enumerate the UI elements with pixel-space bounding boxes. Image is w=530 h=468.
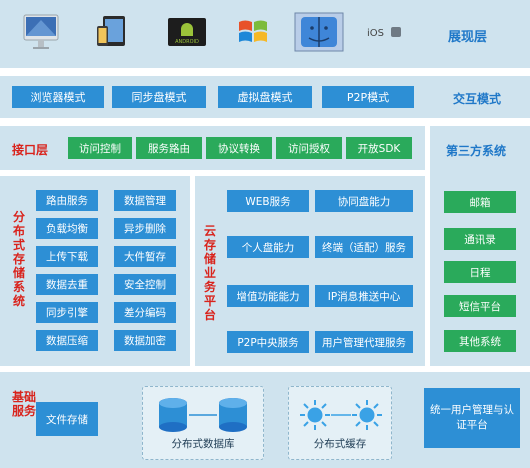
- windows-icon: [232, 10, 274, 54]
- mode-sync-disk: 同步盘模式: [112, 86, 206, 108]
- distributed-cache-label: 分布式缓存: [313, 438, 367, 450]
- presentation-layer-title: 展现层: [448, 30, 488, 45]
- cloud-personal-disk: 个人盘能力: [227, 236, 309, 258]
- third-party-title: 第三方系统: [446, 144, 507, 158]
- cloud-p2p-central: P2P中央服务: [227, 331, 309, 353]
- ds-upload-download: 上传下载: [36, 246, 98, 267]
- third-party-sms-platform: 短信平台: [444, 295, 516, 317]
- ds-load-balancing: 负载均衡: [36, 218, 98, 239]
- mode-browser: 浏览器模式: [12, 86, 104, 108]
- basic-services-title: 基础服务: [11, 390, 36, 418]
- cache-icon: [300, 400, 382, 430]
- tablet-phone-icon: [92, 10, 134, 54]
- cloud-user-management-proxy: 用户管理代理服务: [315, 331, 413, 353]
- ds-differential-encoding: 差分编码: [114, 302, 176, 323]
- mode-p2p: P2P模式: [322, 86, 414, 108]
- ios-label: iOS: [367, 28, 384, 39]
- cloud-web-service: WEB服务: [227, 190, 309, 212]
- ds-compression: 数据压缩: [36, 330, 98, 351]
- cloud-terminal-adapter: 终端（适配）服务: [315, 236, 413, 258]
- interface-item-access-authorization: 访问授权: [276, 137, 342, 159]
- mode-virtual-disk: 虚拟盘模式: [218, 86, 312, 108]
- distributed-cache-group: 分布式缓存: [288, 386, 392, 460]
- interface-item-access-control: 访问控制: [68, 137, 132, 159]
- interface-item-protocol-conversion: 协议转换: [206, 137, 272, 159]
- android-icon: ANDROID: [166, 10, 208, 54]
- third-party-schedule: 日程: [444, 261, 516, 283]
- ds-deduplication: 数据去重: [36, 274, 98, 295]
- interaction-layer-title: 交互模式: [453, 92, 502, 106]
- database-icon: [159, 398, 247, 432]
- third-party-contacts: 通讯录: [444, 228, 516, 250]
- cloud-platform-title: 云存储业务平台: [203, 224, 216, 322]
- ds-security-control: 安全控制: [114, 274, 176, 295]
- ds-large-file-staging: 大件暂存: [114, 246, 176, 267]
- third-party-other-systems: 其他系统: [444, 330, 516, 352]
- unified-auth-platform: 统一用户管理与认证平台: [424, 388, 520, 448]
- interface-item-open-sdk: 开放SDK: [346, 137, 412, 159]
- mac-finder-icon: [292, 10, 346, 54]
- distributed-database-group: 分布式数据库: [142, 386, 264, 460]
- cloud-collaborative-disk: 协同盘能力: [315, 190, 413, 212]
- cloud-ip-push-center: IP消息推送中心: [315, 285, 413, 307]
- ios-icon: iOS: [364, 10, 406, 54]
- interface-layer: 接口层 访问控制 服务路由 协议转换 访问授权 开放SDK: [0, 126, 425, 170]
- distributed-storage-system: 分布式存储系统 路由服务 负载均衡 上传下载 数据去重 同步引擎 数据压缩 数据…: [0, 176, 190, 366]
- distributed-storage-title: 分布式存储系统: [12, 210, 25, 308]
- interaction-mode-layer: 浏览器模式 同步盘模式 虚拟盘模式 P2P模式 交互模式: [0, 76, 530, 118]
- file-storage: 文件存储: [36, 402, 98, 436]
- ds-encryption: 数据加密: [114, 330, 176, 351]
- interface-layer-title: 接口层: [12, 143, 49, 157]
- ds-routing-service: 路由服务: [36, 190, 98, 211]
- presentation-layer: ANDROID iOS 展现层: [0, 0, 530, 68]
- basic-services-layer: 基础服务 文件存储 分布式数据库: [0, 372, 530, 468]
- android-label: ANDROID: [175, 39, 199, 45]
- third-party-systems: 第三方系统 邮箱 通讯录 日程 短信平台 其他系统: [430, 126, 530, 366]
- ds-sync-engine: 同步引擎: [36, 302, 98, 323]
- ds-async-delete: 异步删除: [114, 218, 176, 239]
- imac-icon: [20, 10, 62, 54]
- cloud-value-added: 增值功能能力: [227, 285, 309, 307]
- third-party-mailbox: 邮箱: [444, 191, 516, 213]
- distributed-database-label: 分布式数据库: [171, 438, 235, 450]
- cloud-storage-platform: 云存储业务平台 WEB服务 个人盘能力 增值功能能力 P2P中央服务 协同盘能力…: [195, 176, 425, 366]
- ds-data-management: 数据管理: [114, 190, 176, 211]
- interface-item-service-routing: 服务路由: [136, 137, 202, 159]
